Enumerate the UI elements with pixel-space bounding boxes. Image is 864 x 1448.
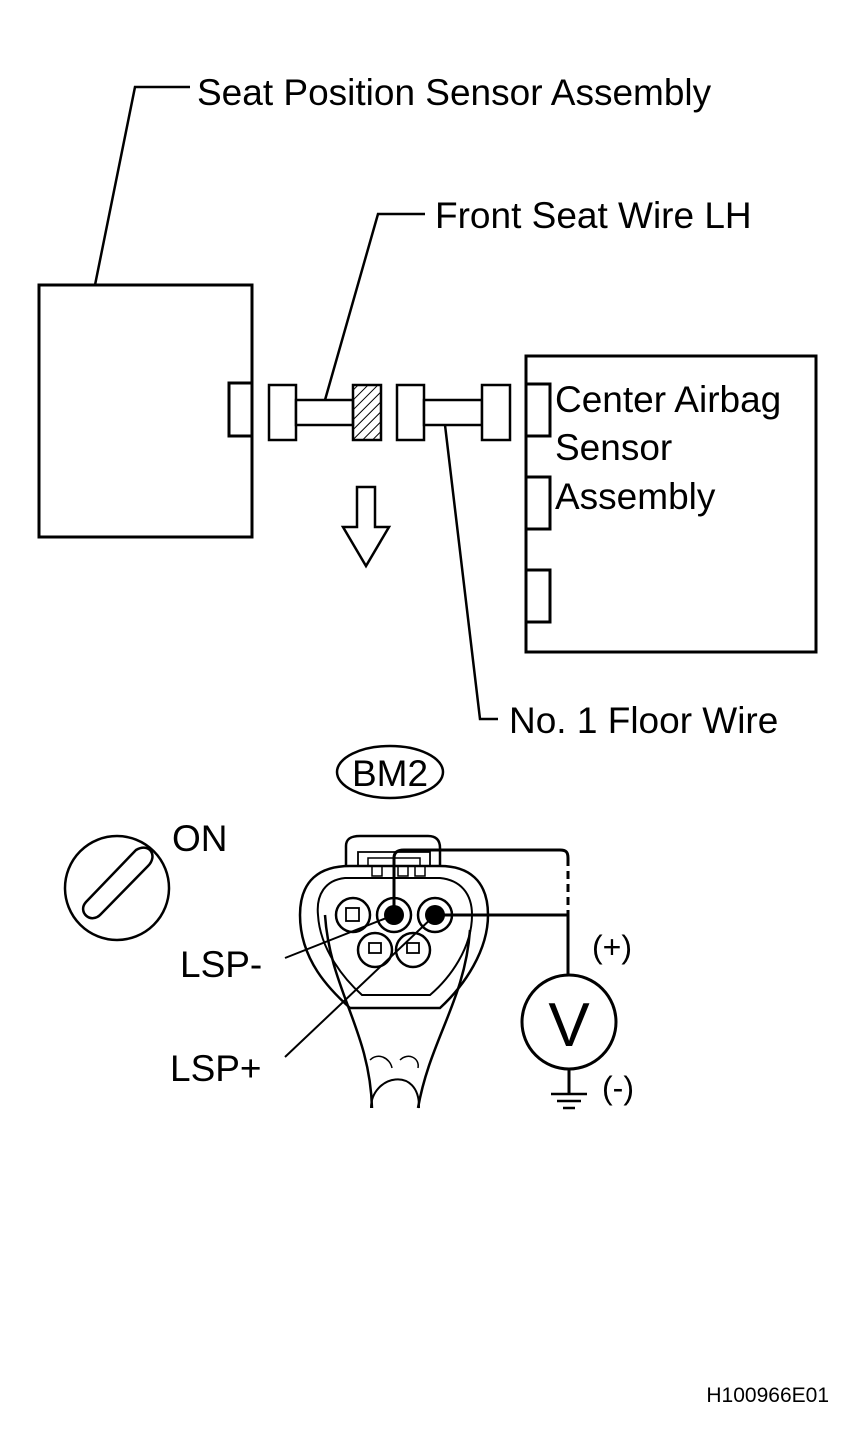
front-seat-wire-connector [267,383,383,442]
center-airbag-label-line1: Center Airbag [555,379,781,420]
lsp-plus-leader-line [284,914,436,1058]
ground-icon [551,1092,587,1110]
seat-sensor-leader-line [93,85,190,286]
floor-wire-leader-line [443,424,498,721]
voltmeter-symbol: V [548,991,590,1060]
meter-plus-label: (+) [592,929,632,965]
down-arrow-icon [340,485,392,569]
connector-code-label: BM2 [352,753,428,794]
front-seat-wire-leader-line [323,212,425,401]
floor-wire-connector [395,383,512,442]
probe-wire-negative [392,848,570,915]
seat-sensor-label: Seat Position Sensor Assembly [197,72,712,113]
connector-code-ellipse [335,744,445,800]
center-airbag-label-line3: Assembly [555,476,716,517]
harness-connector-view [298,834,490,1109]
floor-wire-label: No. 1 Floor Wire [509,700,778,741]
meter-minus-label: (-) [602,1070,634,1106]
center-airbag-label-line2: Sensor [555,427,672,468]
front-seat-wire-label: Front Seat Wire LH [435,195,752,236]
center-airbag-sensor-box [524,354,818,654]
terminal-lsp-plus-label: LSP+ [170,1048,262,1089]
ignition-switch-icon [63,834,171,942]
voltmeter-icon [520,973,618,1094]
terminal-lsp-minus-label: LSP- [180,944,262,985]
figure-id-label: H100966E01 [706,1384,829,1407]
ignition-state-label: ON [172,818,228,859]
probe-wire-positive [435,913,570,975]
seat-position-sensor-box [37,283,254,539]
lsp-minus-leader-line [284,914,395,959]
